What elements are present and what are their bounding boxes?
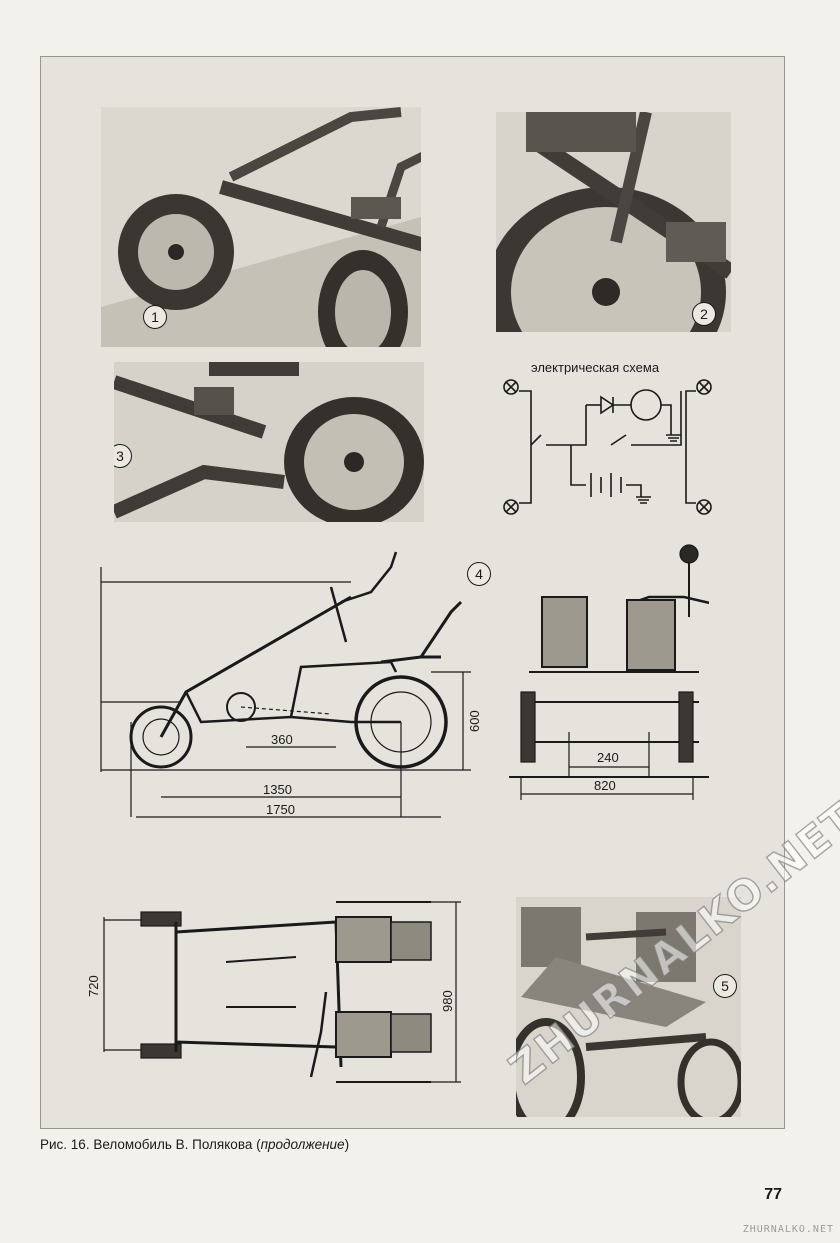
figure-plate: 1 2 3 электрическая схема bbox=[40, 56, 785, 1129]
dim-front-track: 720 bbox=[86, 975, 101, 997]
caption-end: ) bbox=[344, 1137, 350, 1152]
photo-number-badge: 3 bbox=[114, 444, 132, 468]
electrical-schema bbox=[503, 379, 712, 515]
top-view-drawing: 720 980 bbox=[86, 901, 461, 1083]
photo-3-drawing bbox=[114, 362, 424, 522]
dim-track-width: 820 bbox=[594, 778, 616, 793]
front-view-drawing: 240 820 bbox=[509, 544, 709, 800]
photo-number-badge: 5 bbox=[713, 974, 737, 998]
side-view-drawing: 670 380 600 360 1350 1750 bbox=[91, 551, 482, 818]
dim-wheelbase: 1350 bbox=[263, 782, 292, 797]
schema-title: электрическая схема bbox=[531, 360, 660, 375]
photo-number-badge: 2 bbox=[692, 302, 716, 326]
corner-watermark: ZHURNALKO.NET bbox=[742, 1224, 834, 1235]
photo-2-drawing bbox=[496, 112, 731, 332]
caption-italic: продолжение bbox=[260, 1137, 345, 1152]
photo-number-badge: 1 bbox=[143, 305, 167, 329]
photo-3: 3 bbox=[114, 362, 424, 522]
dim-height-rear: 600 bbox=[467, 710, 482, 732]
photo-2: 2 bbox=[496, 112, 731, 332]
photo-1-drawing bbox=[101, 107, 421, 347]
dim-height-seat: 380 bbox=[91, 725, 92, 747]
caption-main: Рис. 16. Веломобиль В. Полякова ( bbox=[40, 1137, 261, 1152]
photo-5: 5 bbox=[516, 897, 741, 1117]
dim-rear-width: 980 bbox=[440, 990, 455, 1012]
photo-5-drawing bbox=[516, 897, 741, 1117]
page-number: 77 bbox=[764, 1186, 782, 1203]
dim-chain-offset: 360 bbox=[271, 732, 293, 747]
dim-height-handlebar: 670 bbox=[91, 625, 92, 647]
photo-1: 1 bbox=[101, 107, 421, 347]
dim-seat-gap: 240 bbox=[597, 750, 619, 765]
figure-caption: Рис. 16. Веломобиль В. Полякова (продолж… bbox=[40, 1137, 349, 1152]
view-number-badge: 4 bbox=[467, 562, 491, 586]
dim-total-length: 1750 bbox=[266, 802, 295, 817]
